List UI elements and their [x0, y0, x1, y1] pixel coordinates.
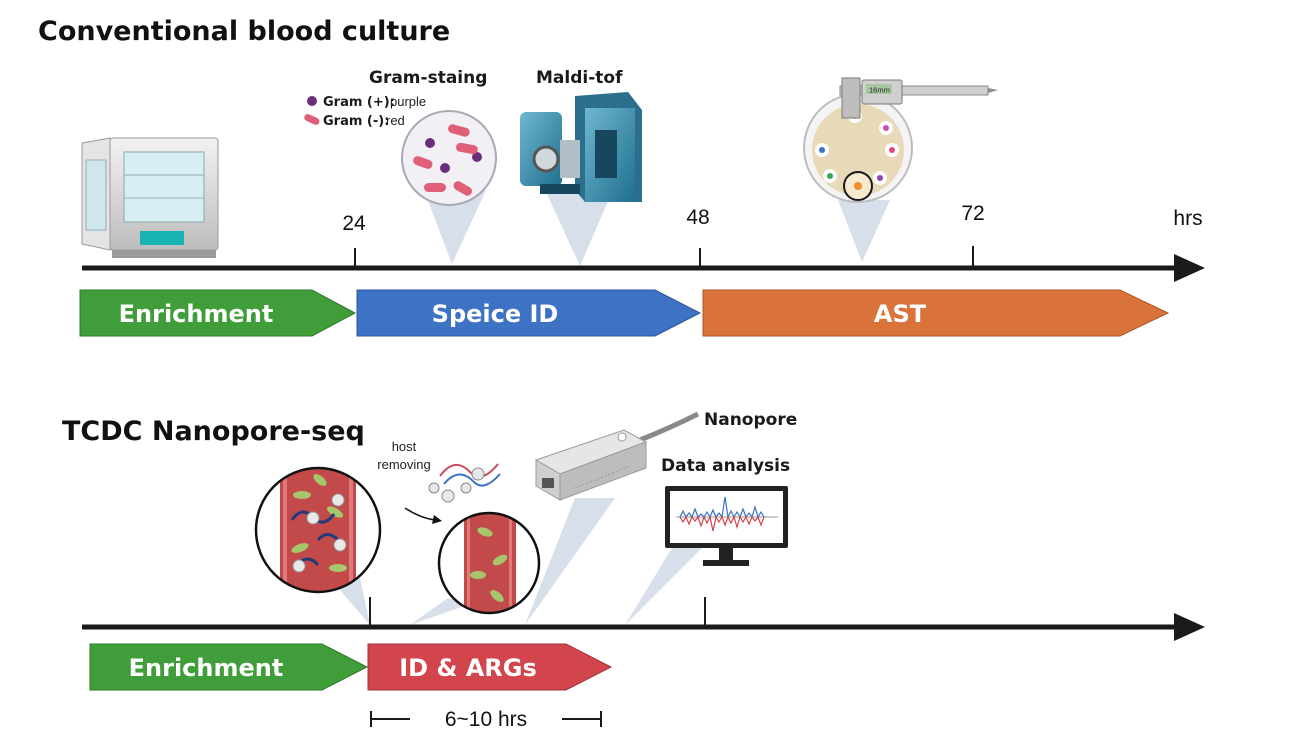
nanopore-phase-enrichment-label: Enrichment: [129, 654, 284, 682]
phase-enrichment: [79, 289, 357, 337]
blood-vessel-clean-icon: [437, 511, 541, 615]
phase-species-id: [356, 289, 702, 337]
maldi-tof-instrument-icon: [520, 92, 642, 202]
small-vessel-callout: [410, 598, 470, 625]
vessel-callout: [340, 578, 370, 625]
phase-id-args: [367, 643, 613, 691]
phase-species-id-label: Speice ID: [432, 300, 559, 328]
tick-label-72: 72: [961, 202, 984, 225]
host-removing-line2: removing: [377, 457, 430, 472]
data-analysis-label: Data analysis: [661, 456, 790, 476]
nanopore-phase-enrichment: [89, 643, 369, 691]
caliper-reading: 16mm: [869, 86, 890, 95]
maldi-callout: [546, 192, 612, 266]
gram-callout: [424, 190, 486, 264]
phase-id-args-label: ID & ARGs: [399, 654, 537, 682]
nanopore-label: Nanopore: [704, 410, 797, 430]
timeline-arrowhead: [1174, 254, 1205, 282]
host-removing-line1: host: [392, 439, 417, 454]
gram-positive-label: Gram (+):: [323, 95, 395, 110]
axis-unit: hrs: [1173, 207, 1202, 230]
nanopore-timeline-arrowhead: [1174, 613, 1205, 641]
monitor-data-icon: [665, 486, 788, 566]
tick-label-48: 48: [686, 206, 709, 229]
gram-stain-title: Gram-staing: [369, 68, 487, 88]
tick-label-24: 24: [342, 212, 366, 235]
maldi-tof-label: Maldi-tof: [536, 68, 623, 88]
nanopore-sequencer-icon: [534, 411, 700, 501]
analysis-callout: [625, 548, 702, 625]
host-dna-removal-icon: [404, 463, 501, 524]
incubator-icon: [81, 137, 219, 258]
nanopore-title: TCDC Nanopore-seq: [62, 416, 365, 447]
gram-stain-circle-icon: [401, 110, 497, 206]
gram-negative-value: red: [386, 113, 405, 128]
gram-positive-dot-icon: [307, 96, 317, 106]
duration-bracket: [370, 711, 602, 727]
phase-ast-label: AST: [874, 300, 927, 328]
duration-label: 6~10 hrs: [445, 708, 527, 731]
petri-dish-caliper-icon: 16mm: [803, 77, 998, 203]
gram-negative-label: Gram (-):: [323, 114, 389, 129]
phase-enrichment-label: Enrichment: [119, 300, 274, 328]
phase-ast: [702, 289, 1170, 337]
gram-positive-value: purple: [390, 94, 426, 109]
blood-vessel-bacteria-icon: [254, 466, 382, 594]
gram-negative-rod-icon: [304, 114, 320, 125]
conventional-title: Conventional blood culture: [38, 16, 450, 47]
ast-callout: [838, 200, 890, 262]
nanopore-callout: [525, 498, 615, 625]
